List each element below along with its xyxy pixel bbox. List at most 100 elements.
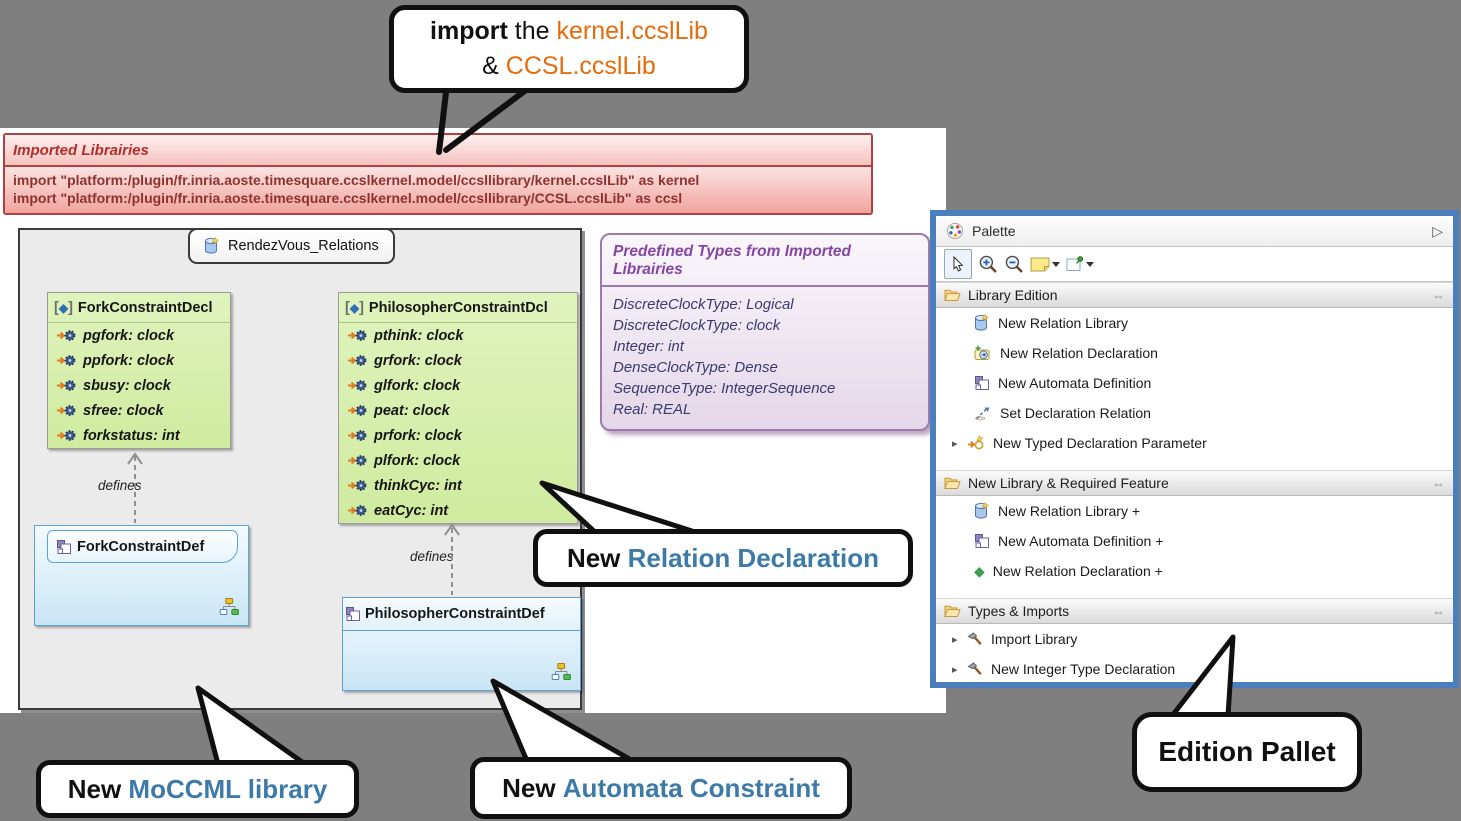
attribute-label: plfork: clock — [374, 452, 461, 469]
palette-item-set-declaration-relation[interactable]: Set Declaration Relation — [936, 398, 1453, 428]
class-icon: [◆] — [54, 299, 73, 316]
fork-constraint-def-box[interactable]: ForkConstraintDef — [34, 525, 249, 626]
note-icon — [1030, 257, 1050, 272]
attribute-label: pthink: clock — [374, 327, 464, 344]
palette-item-new-relation-library[interactable]: New Relation Library — [936, 308, 1453, 338]
folder-open-icon — [944, 476, 961, 490]
relation-declaration-icon — [974, 345, 992, 361]
philosopher-constraint-def-header[interactable]: PhilosopherConstraintDef — [343, 598, 580, 631]
attribute-row[interactable]: sfree: clock — [48, 398, 230, 423]
palette-title: Palette — [972, 223, 1016, 239]
callout-highlight: Relation Declaration — [627, 542, 880, 573]
philosopher-constraint-def-box[interactable]: PhilosopherConstraintDef — [342, 597, 581, 691]
palette-item-label: New Integer Type Declaration — [991, 661, 1176, 677]
diagram-title-tab[interactable]: RendezVous_Relations — [188, 228, 395, 264]
attribute-icon — [347, 479, 367, 492]
callout-text-bold: import — [430, 17, 508, 45]
section-pin-icon[interactable]: ⇔ — [1432, 603, 1445, 619]
attribute-row[interactable]: eatCyc: int — [339, 498, 577, 523]
attribute-row[interactable]: plfork: clock — [339, 448, 577, 473]
palette-item-label: Set Declaration Relation — [1000, 405, 1151, 421]
expand-arrow-icon[interactable]: ▸ — [952, 437, 958, 450]
relation-library-icon — [974, 502, 990, 520]
attribute-row[interactable]: pthink: clock — [339, 323, 577, 348]
palette-item-new-typed-declaration-parameter[interactable]: ▸ New Typed Declaration Parameter — [936, 428, 1453, 458]
expand-arrow-icon[interactable]: ▸ — [952, 633, 958, 646]
attribute-row[interactable]: pgfork: clock — [48, 323, 230, 348]
palette-item-new-automata-definition[interactable]: New Automata Definition — [936, 368, 1453, 398]
attribute-icon — [347, 379, 367, 392]
palette-item-new-relation-library-plus[interactable]: New Relation Library + — [936, 496, 1453, 526]
palette-section-library-edition[interactable]: Library Edition ⇔ — [936, 282, 1453, 308]
folder-open-icon — [944, 288, 961, 302]
attribute-row[interactable]: ppfork: clock — [48, 348, 230, 373]
zoom-out-button[interactable] — [1004, 254, 1024, 274]
palette-item-new-automata-definition-plus[interactable]: New Automata Definition + — [936, 526, 1453, 556]
pin-tool-button[interactable] — [1066, 256, 1094, 272]
defines-edge-label: defines — [410, 549, 454, 564]
palette-section-types-imports[interactable]: Types & Imports ⇔ — [936, 598, 1453, 624]
select-tool-button[interactable] — [944, 249, 972, 279]
palette-item-import-library[interactable]: ▸ Import Library — [936, 624, 1453, 654]
fork-constraint-def-header[interactable]: ForkConstraintDef — [47, 530, 238, 563]
fork-constraint-decl-header[interactable]: [◆] ForkConstraintDecl — [48, 293, 230, 323]
attribute-icon — [56, 354, 76, 367]
palette-header[interactable]: Palette ▷ — [936, 216, 1453, 247]
automata-definition-icon — [974, 375, 990, 391]
diagram-area[interactable]: RendezVous_Relations [◆] ForkConstraintD… — [18, 228, 582, 710]
dropdown-caret-icon[interactable] — [1086, 261, 1094, 267]
callout-prefix: New — [502, 772, 556, 803]
automata-definition-icon — [56, 539, 72, 555]
palette-item-label: New Automata Definition — [998, 375, 1152, 391]
relation-declaration-callout: New Relation Declaration — [533, 529, 913, 587]
attribute-row[interactable]: forkstatus: int — [48, 423, 230, 448]
type-entry: Integer: int — [613, 338, 684, 355]
automata-definition-icon — [974, 533, 990, 549]
import-statement: import "platform:/plugin/fr.inria.aoste.… — [13, 172, 700, 188]
attribute-row[interactable]: glfork: clock — [339, 373, 577, 398]
section-pin-icon[interactable]: ⇔ — [1432, 287, 1445, 303]
set-declaration-relation-icon — [974, 405, 992, 421]
note-tool-button[interactable] — [1030, 257, 1060, 272]
type-entry: DenseClockType: Dense — [613, 359, 778, 376]
zoom-in-icon — [978, 254, 998, 274]
callout-text: & — [482, 52, 506, 80]
section-label: New Library & Required Feature — [968, 475, 1169, 491]
imported-libraries-title: Imported Librairies — [5, 135, 871, 167]
zoom-out-icon — [1004, 254, 1024, 274]
section-pin-icon[interactable]: ⇔ — [1432, 475, 1445, 491]
type-entry: Real: REAL — [613, 401, 692, 418]
palette-section-new-library-required-feature[interactable]: New Library & Required Feature ⇔ — [936, 470, 1453, 496]
callout-highlight: MoCCML library — [128, 773, 328, 804]
automata-constraint-callout: New Automata Constraint — [470, 757, 852, 819]
attribute-row[interactable]: peat: clock — [339, 398, 577, 423]
attribute-icon — [56, 329, 76, 342]
philosopher-constraint-decl-header[interactable]: [◆] PhilosopherConstraintDcl — [339, 293, 577, 323]
attribute-label: sbusy: clock — [83, 377, 171, 394]
attribute-row[interactable]: prfork: clock — [339, 423, 577, 448]
philosopher-constraint-decl-box[interactable]: [◆] PhilosopherConstraintDcl pthink: clo… — [338, 292, 578, 524]
edition-pallet-callout: Edition Pallet — [1132, 712, 1362, 792]
attribute-row[interactable]: thinkCyc: int — [339, 473, 577, 498]
attribute-row[interactable]: sbusy: clock — [48, 373, 230, 398]
attribute-icon — [347, 354, 367, 367]
class-icon: [◆] — [345, 299, 364, 316]
palette-item-label: New Relation Library — [998, 315, 1128, 331]
attribute-icon — [347, 329, 367, 342]
defines-edge-label: defines — [98, 478, 142, 493]
attribute-icon — [347, 429, 367, 442]
zoom-in-button[interactable] — [978, 254, 998, 274]
attribute-row[interactable]: grfork: clock — [339, 348, 577, 373]
attribute-label: eatCyc: int — [374, 502, 449, 519]
green-diamond-icon: ◆ — [974, 562, 985, 579]
dropdown-caret-icon[interactable] — [1052, 261, 1060, 267]
palette-item-new-integer-type-declaration[interactable]: ▸ New Integer Type Declaration — [936, 654, 1453, 684]
attribute-icon — [347, 404, 367, 417]
fork-constraint-decl-box[interactable]: [◆] ForkConstraintDecl pgfork: clock ppf… — [47, 292, 231, 449]
palette-item-new-relation-declaration-plus[interactable]: ◆ New Relation Declaration + — [936, 556, 1453, 586]
attribute-label: forkstatus: int — [83, 427, 180, 444]
expand-arrow-icon[interactable]: ▸ — [952, 663, 958, 676]
flyout-arrow-icon[interactable]: ▷ — [1432, 222, 1443, 239]
callout-text: Edition Pallet — [1158, 736, 1336, 767]
palette-item-new-relation-declaration[interactable]: New Relation Declaration — [936, 338, 1453, 368]
